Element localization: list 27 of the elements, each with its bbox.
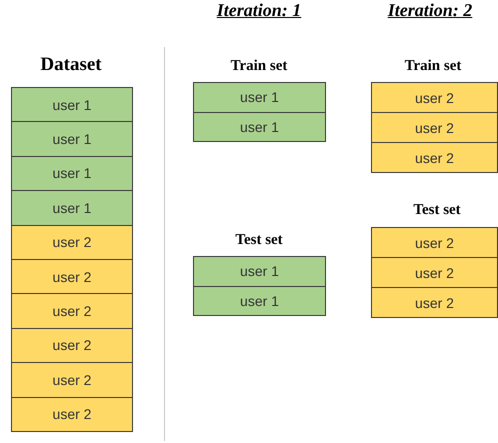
column-heading: Dataset: [40, 54, 102, 76]
column-heading: Train set: [404, 58, 462, 75]
table-cell: user 1: [11, 190, 133, 226]
table-cell: user 2: [11, 362, 133, 398]
table-cell: user 1: [193, 82, 326, 112]
table-cell: user 1: [11, 87, 133, 122]
table-cell: user 2: [371, 142, 498, 173]
column-heading: Test set: [235, 232, 283, 249]
iteration-heading: Iteration: 2: [388, 0, 472, 21]
table-cell: user 1: [193, 112, 326, 142]
column-heading: Train set: [230, 58, 288, 75]
table-cell: user 2: [11, 259, 133, 294]
table-cell: user 1: [193, 256, 326, 286]
table-cell: user 1: [11, 121, 133, 157]
table-cell: user 1: [11, 156, 133, 192]
table-cell: user 2: [11, 396, 133, 432]
iteration-heading: Iteration: 1: [216, 0, 302, 21]
column-heading: Test set: [413, 202, 461, 219]
table-cell: user 2: [371, 257, 498, 288]
table-cell: user 2: [371, 287, 498, 318]
table-cell: user 2: [371, 82, 498, 113]
table-cell: user 2: [371, 227, 498, 258]
table-cell: user 2: [11, 328, 133, 364]
table-cell: user 2: [371, 112, 498, 143]
table-cell: user 1: [193, 286, 326, 316]
table-cell: user 2: [11, 293, 133, 329]
table-cell: user 2: [11, 224, 133, 260]
